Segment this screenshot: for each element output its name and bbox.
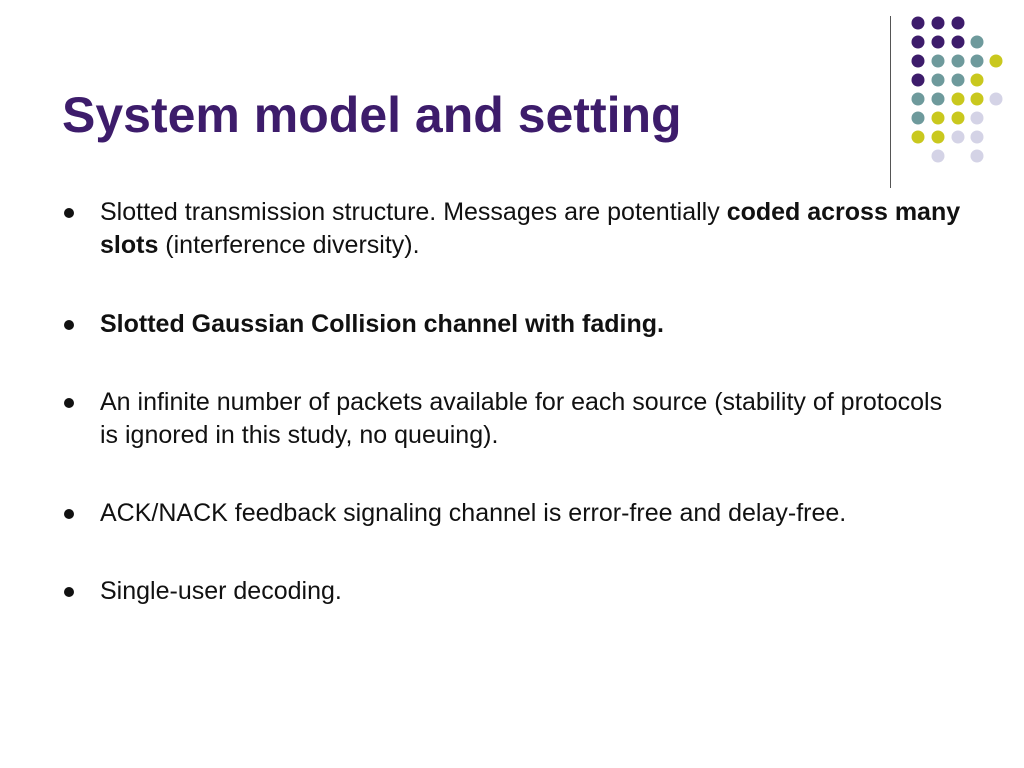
bullet-text-bold: Slotted Gaussian Collision channel with … <box>100 310 664 338</box>
decorative-dot-grid <box>911 16 1003 163</box>
decor-dot <box>911 35 925 49</box>
decor-dot <box>970 54 984 68</box>
decor-dot <box>931 54 945 68</box>
bullet-dot-icon <box>64 587 74 597</box>
bullet-item: ACK/NACK feedback signaling channel is e… <box>62 497 962 530</box>
decor-dot <box>970 130 984 144</box>
decor-dot <box>911 73 925 87</box>
decor-dot <box>911 92 925 106</box>
bullet-text: (interference diversity). <box>158 231 420 259</box>
decor-dot <box>970 111 984 125</box>
slide-title: System model and setting <box>62 87 682 143</box>
decor-dot <box>951 92 965 106</box>
decor-dot <box>970 149 984 163</box>
decor-dot <box>951 54 965 68</box>
bullet-item: Slotted transmission structure. Messages… <box>62 196 962 262</box>
decor-dot <box>951 73 965 87</box>
bullet-text: Slotted transmission structure. Messages… <box>100 198 727 226</box>
decor-dot <box>951 130 965 144</box>
decor-dot <box>931 130 945 144</box>
decor-dot <box>970 35 984 49</box>
vertical-divider <box>890 16 891 188</box>
bullet-dot-icon <box>64 398 74 408</box>
bullet-dot-icon <box>64 509 74 519</box>
bullet-text-bold: coded across many slots <box>100 198 961 259</box>
decor-dot <box>989 54 1003 68</box>
decor-dot <box>911 111 925 125</box>
decor-dot <box>970 73 984 87</box>
bullet-text: ACK/NACK feedback signaling channel is e… <box>100 499 847 527</box>
bullet-item: Single-user decoding. <box>62 575 962 608</box>
bullet-item: Slotted Gaussian Collision channel with … <box>62 308 962 341</box>
decor-dot <box>970 92 984 106</box>
decor-dot <box>989 92 1003 106</box>
decor-dot <box>931 16 945 30</box>
decor-dot <box>951 16 965 30</box>
bullet-text: An infinite number of packets available … <box>100 388 943 449</box>
bullet-text: Single-user decoding. <box>100 577 342 605</box>
bullet-dot-icon <box>64 208 74 218</box>
decor-dot <box>931 149 945 163</box>
decor-dot <box>931 92 945 106</box>
bullet-list: Slotted transmission structure. Messages… <box>62 196 962 608</box>
decor-dot <box>931 73 945 87</box>
decor-dot <box>911 54 925 68</box>
decor-dot <box>931 35 945 49</box>
decor-dot <box>931 111 945 125</box>
bullet-item: An infinite number of packets available … <box>62 386 962 452</box>
decor-dot <box>951 111 965 125</box>
decor-dot <box>911 16 925 30</box>
bullet-dot-icon <box>64 320 74 330</box>
decor-dot <box>951 35 965 49</box>
decor-dot <box>911 130 925 144</box>
